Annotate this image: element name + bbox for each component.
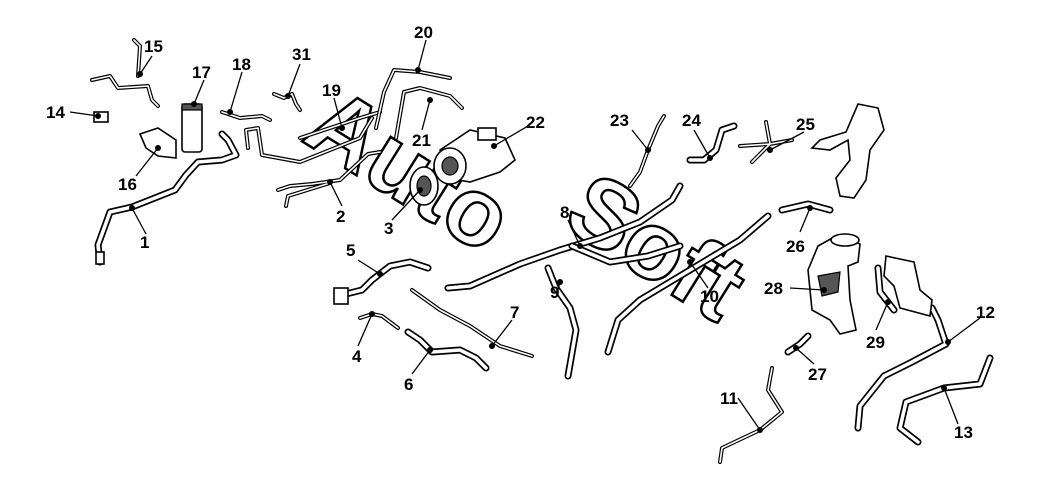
part-9-hose [544,264,580,380]
callout-9: 9 [550,283,559,302]
callout-24: 24 [682,111,701,130]
callout-14: 14 [46,103,65,122]
callout-3: 3 [384,219,393,238]
leader-lines [69,39,981,433]
callout-29: 29 [866,333,885,352]
part-13-line [896,354,994,446]
callout-6: 6 [404,375,413,394]
callout-4: 4 [352,347,362,366]
part-17-drier [181,103,203,153]
callout-10: 10 [700,287,719,306]
part-12-line [854,304,950,432]
part-15-line [90,38,160,108]
callout-20: 20 [414,23,433,42]
callout-21: 21 [412,131,431,150]
callout-17: 17 [192,63,211,82]
callout-15: 15 [144,37,163,56]
part-thermostat-housing [810,103,885,199]
callout-16: 16 [118,175,137,194]
part-20-line [374,68,452,130]
callout-11: 11 [720,389,738,408]
part-31-line [272,92,302,112]
part-22-compressor [433,127,516,185]
callout-23: 23 [610,111,629,130]
part-26-hose [778,200,834,214]
part-1-ac-line [94,130,240,266]
callout-19: 19 [322,81,341,100]
part-2-ac-line [244,116,382,208]
callout-31: 31 [292,45,311,64]
part-21-line [394,86,464,140]
part-3-pulley [409,166,439,206]
callout-27: 27 [808,365,827,384]
part-7-line [410,288,534,358]
watermark: Auto Soft [288,66,765,343]
callout-25: 25 [796,115,815,134]
part-19-line [298,110,382,140]
callout-7: 7 [510,303,519,322]
part-25-tee [738,120,794,164]
callout-5: 5 [346,241,355,260]
part-24-hose [686,122,738,164]
part-14-sensor [93,111,109,123]
callout-2: 2 [336,207,345,226]
callout-13: 13 [954,423,973,442]
part-27-fitting [784,332,812,356]
callout-1: 1 [140,233,149,252]
part-28-tank [807,233,861,335]
callout-18: 18 [232,55,251,74]
callout-22: 22 [526,113,545,132]
callout-12: 12 [976,303,995,322]
callout-8: 8 [560,203,569,222]
callout-26: 26 [786,237,805,256]
part-6-hose [404,328,490,372]
callout-labels: 1 2 3 4 5 6 7 8 9 10 11 12 13 14 15 16 1… [46,23,995,442]
part-10-hose [604,212,772,356]
part-18-line [220,110,272,122]
part-11-line [718,366,784,464]
callout-28: 28 [764,279,783,298]
part-5-hose [333,258,432,305]
part-16-bracket [138,127,177,159]
part-4-hose [358,312,400,330]
